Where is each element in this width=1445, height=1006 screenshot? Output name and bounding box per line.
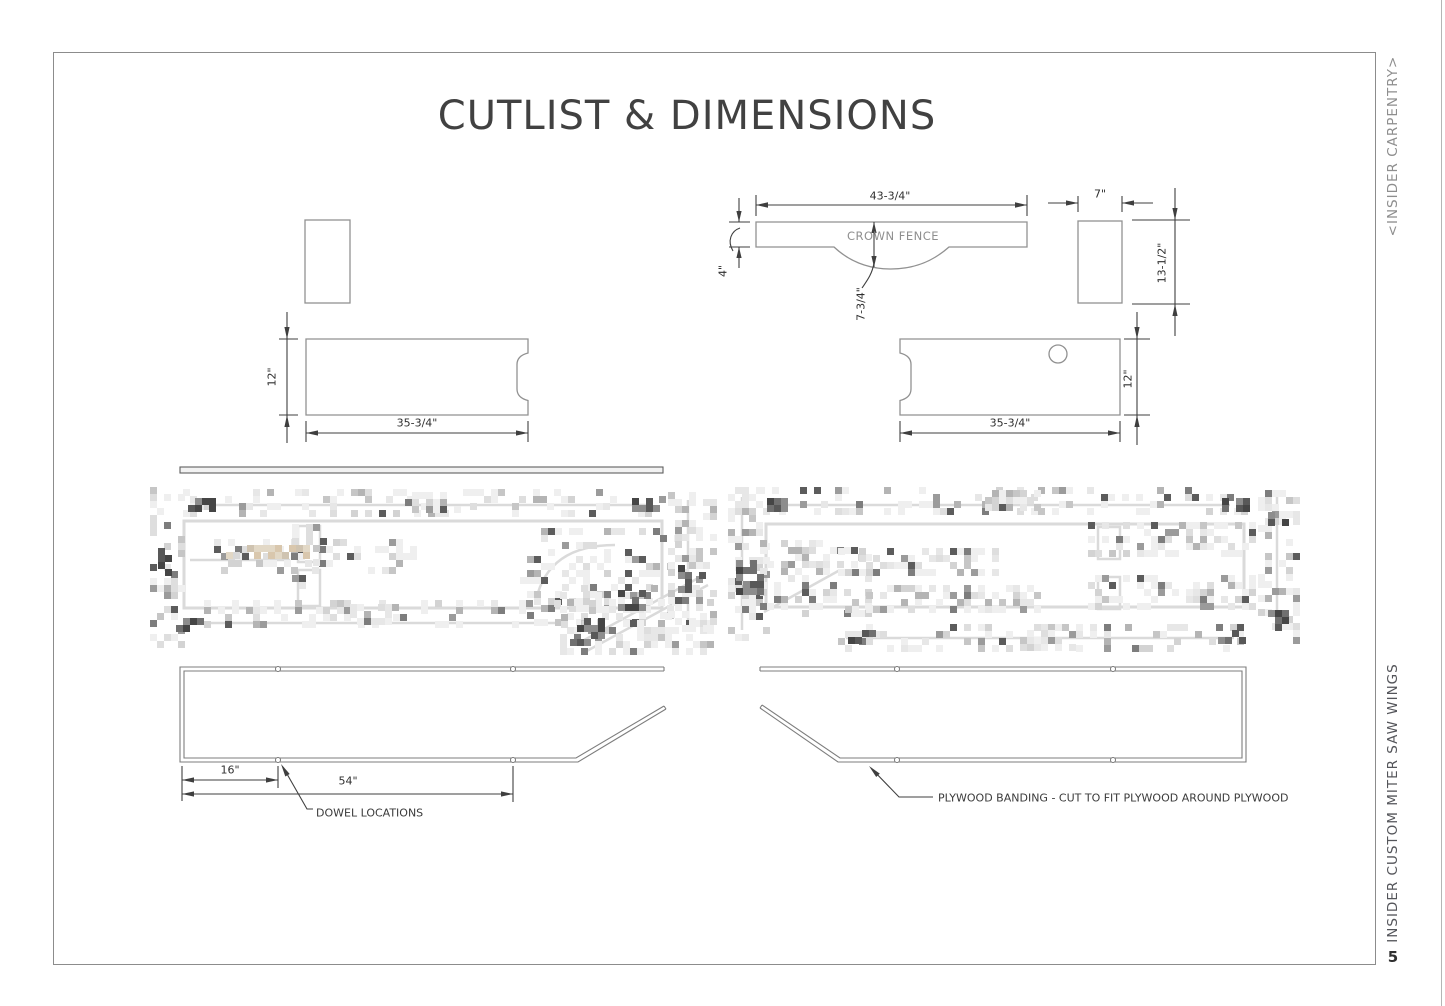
crown-fence-label: CROWN FENCE	[847, 229, 939, 243]
redacted-structure	[182, 497, 1279, 654]
left-wing-height-dim: 12"	[265, 367, 279, 387]
left-banding-outer	[179, 666, 667, 763]
wing-edge-bar	[179, 466, 664, 474]
dowel-leader-line	[282, 766, 313, 810]
left-wing-panel-outline	[305, 338, 529, 416]
banding-strips	[179, 666, 1247, 763]
dowel-span-dim: 54"	[338, 774, 358, 788]
dog-hole	[1048, 344, 1068, 364]
brand-vertical-text: <INSIDER CARPENTRY>	[1385, 55, 1401, 237]
small-panel-outline	[304, 219, 351, 304]
right-banding-inner	[760, 670, 1243, 759]
banding-leader-line	[870, 767, 933, 798]
left-wing-width-dim: 35-3/4"	[396, 416, 438, 430]
dowel-marks	[275, 666, 1116, 763]
part-outlines	[304, 219, 1123, 416]
crown-width-dim: 43-3/4"	[869, 189, 911, 203]
side-panel-height-dim: 13-1/2"	[1155, 242, 1169, 284]
crown-scoop-dim: 7-3/4"	[854, 287, 868, 321]
right-wing-height-dim: 12"	[1121, 369, 1135, 389]
dimension-lines	[181, 188, 1190, 810]
project-vertical-text: INSIDER CUSTOM MITER SAW WINGS	[1385, 663, 1401, 943]
right-wing-width-dim: 35-3/4"	[989, 416, 1031, 430]
crown-fence-outline	[755, 221, 1028, 270]
side-panel-width-dim: 7"	[1093, 187, 1107, 201]
dowel-locations-label: DOWEL LOCATIONS	[316, 806, 424, 820]
page-number: 5	[1387, 948, 1399, 966]
dowel-offset-dim: 16"	[220, 763, 240, 777]
right-wing-panel-outline	[899, 338, 1121, 416]
right-banding-outer	[759, 666, 1247, 763]
plywood-banding-label: PLYWOOD BANDING - CUT TO FIT PLYWOOD ARO…	[938, 791, 1289, 805]
dimension-arrowheads	[182, 200, 1178, 797]
sheet-border	[53, 52, 1376, 965]
left-banding-inner	[183, 670, 665, 759]
side-panel-outline	[1077, 220, 1123, 304]
crown-height-dim: 4"	[716, 264, 730, 278]
viewer-right-edge	[1441, 0, 1442, 1006]
page-title: CUTLIST & DIMENSIONS	[437, 93, 937, 139]
